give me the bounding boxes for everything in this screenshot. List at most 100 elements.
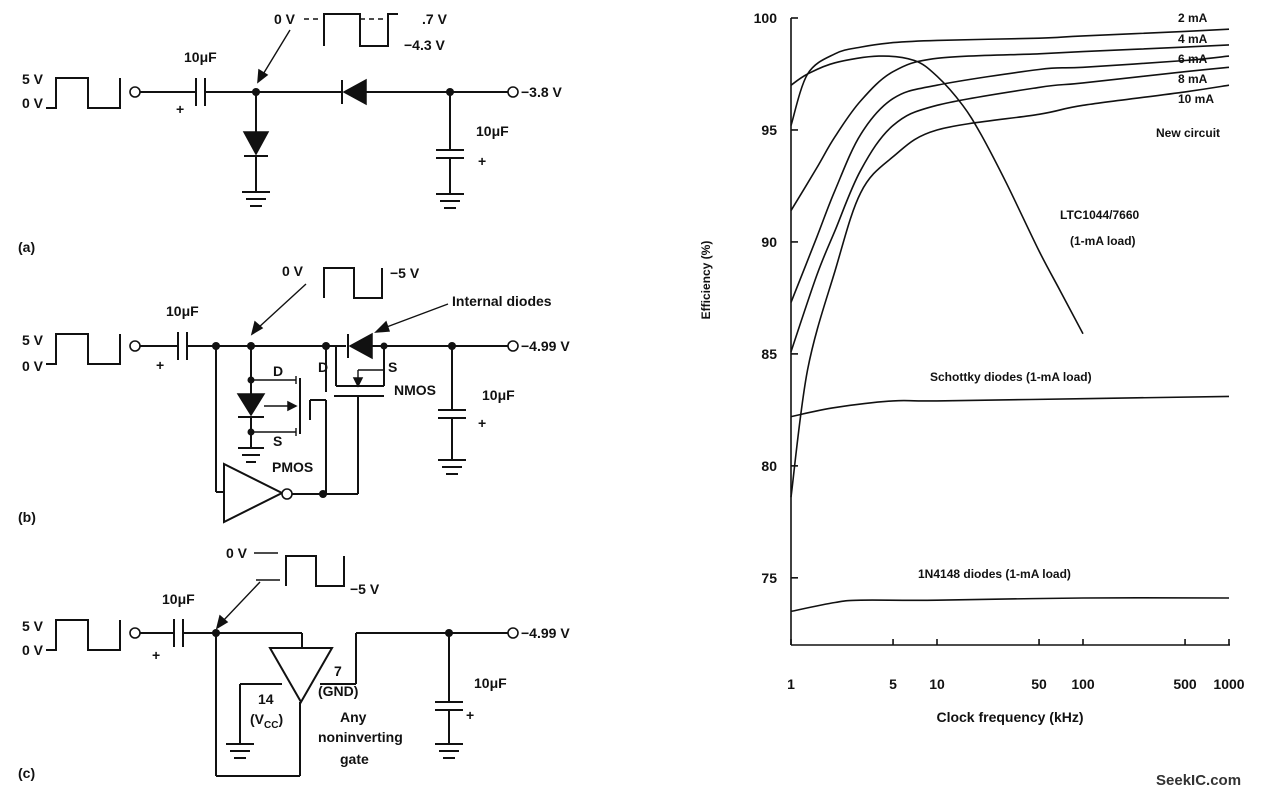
pointer-line-b [257, 283, 307, 329]
ground-symbol-a1 [242, 191, 270, 207]
pointer-line-c [221, 581, 261, 623]
internal-diodes-label: Internal diodes [452, 293, 552, 309]
n4148-label: 1N4148 diodes (1-mA load) [918, 567, 1071, 581]
output-terminal-c [507, 627, 519, 639]
legend-6ma: 6 mA [1178, 52, 1208, 66]
y-tick-label: 85 [761, 346, 777, 362]
node-wave-low-b: 0 V [282, 263, 304, 279]
y-axis-label: Efficiency (%) [699, 241, 713, 320]
inverter-bubble [281, 488, 293, 500]
nmos-label: NMOS [394, 382, 436, 398]
nmos-body-arrow [352, 377, 364, 388]
ground-symbol-c1 [226, 743, 254, 759]
new-circuit-label: New circuit [1156, 126, 1220, 140]
x-tick-label: 10 [929, 676, 945, 692]
ltc-label-line2: (1-mA load) [1070, 234, 1136, 248]
node-wave-neg-b: −5 V [390, 265, 420, 281]
node-wave-neg-a: −4.3 V [404, 37, 446, 53]
series-line-6-ma [790, 55, 1230, 303]
output-voltage-b: −4.99 V [521, 338, 570, 354]
internal-pointer-arrow [374, 320, 391, 333]
pmos-body-arrow [287, 400, 298, 412]
node-wave-low-c: 0 V [226, 545, 248, 561]
node-waveform-c [285, 555, 345, 587]
input-cap-label-b: 10μF [166, 303, 199, 319]
node-wave-high-a: .7 V [422, 11, 448, 27]
series-line-8-ma [790, 66, 1230, 352]
gate-desc-line2: noninverting [318, 729, 403, 745]
legend-2ma: 2 mA [1178, 11, 1208, 25]
node-wave-low-a: 0 V [274, 11, 296, 27]
shunt-diode-a [242, 131, 270, 156]
series-line-10-ma [790, 84, 1230, 498]
legend-8ma: 8 mA [1178, 72, 1208, 86]
y-tick-label: 75 [761, 570, 777, 586]
legend-4ma: 4 mA [1178, 32, 1208, 46]
series-line-4-ma [790, 44, 1230, 212]
input-terminal-a [129, 86, 141, 98]
nmos-drain-label: D [318, 359, 328, 375]
input-square-wave-c [46, 619, 121, 651]
pin7-label: 7 [334, 663, 342, 679]
buffer-gate [268, 647, 334, 705]
label-b: (b) [18, 509, 36, 525]
output-voltage-c: −4.99 V [521, 625, 570, 641]
pointer-line-a [261, 29, 291, 77]
input-square-wave-b [46, 333, 121, 365]
input-cap-polarity-b: + [156, 357, 164, 373]
series-line-1n4148-diodes-1-ma-load [790, 597, 1230, 613]
nmos-source-node [380, 342, 388, 350]
gate-desc-line1: Any [340, 709, 367, 725]
x-tick-label: 50 [1031, 676, 1047, 692]
input-cap-polarity-c: + [152, 647, 160, 663]
label-a: (a) [18, 239, 35, 255]
output-cap-label-a: 10μF [476, 123, 509, 139]
y-tick-label: 100 [754, 10, 778, 26]
output-cap-polarity-b: + [478, 415, 486, 431]
pin14-label: 14 [258, 691, 274, 707]
pmos-label: PMOS [272, 459, 313, 475]
ltc-label-line1: LTC1044/7660 [1060, 208, 1139, 222]
vcc-label: (VCC) [250, 711, 283, 731]
series-diode-a [342, 78, 367, 106]
pmos-source-label: S [273, 433, 282, 449]
internal-pointer-line [383, 303, 449, 329]
gnd-label: (GND) [318, 683, 358, 699]
series-line-2-ma [790, 28, 1230, 126]
nmos-source-label: S [388, 359, 397, 375]
pointer-arrow-b [250, 320, 264, 336]
input-high-label-a: 5 V [22, 71, 44, 87]
node-waveform-a [323, 13, 398, 47]
gate-node-b [319, 490, 327, 498]
pointer-arrow-c [215, 614, 229, 630]
output-cap-label-c: 10μF [474, 675, 507, 691]
y-tick-label: 90 [761, 234, 777, 250]
series-line-schottky-diodes-1-ma-load [790, 395, 1230, 418]
input-high-label-c: 5 V [22, 618, 44, 634]
input-terminal-b [129, 340, 141, 352]
output-cap-polarity-a: + [478, 153, 486, 169]
label-c: (c) [18, 765, 35, 781]
x-axis-label: Clock frequency (kHz) [936, 709, 1083, 725]
ground-symbol-c2 [435, 743, 463, 759]
inverter-gate [223, 462, 285, 524]
input-terminal-c [129, 627, 141, 639]
y-tick-label: 95 [761, 122, 777, 138]
circuit-b: 5 V 0 V 10μF + D S PMOS [18, 263, 570, 525]
circuit-a: 5 V 0 V 10μF + −3.8 V 10μF + [18, 11, 563, 255]
input-high-label-b: 5 V [22, 332, 44, 348]
chart-series [790, 28, 1230, 613]
pmos-body-diode [236, 393, 266, 417]
legend-10ma: 10 mA [1178, 92, 1214, 106]
x-tick-label: 100 [1071, 676, 1095, 692]
ground-symbol-b1 [238, 447, 264, 463]
input-low-label-a: 0 V [22, 95, 44, 111]
gate-desc-line3: gate [340, 751, 369, 767]
pointer-arrow-a [257, 68, 269, 84]
input-low-label-b: 0 V [22, 358, 44, 374]
input-cap-polarity-a: + [176, 101, 184, 117]
input-cap-label-a: 10μF [184, 49, 217, 65]
